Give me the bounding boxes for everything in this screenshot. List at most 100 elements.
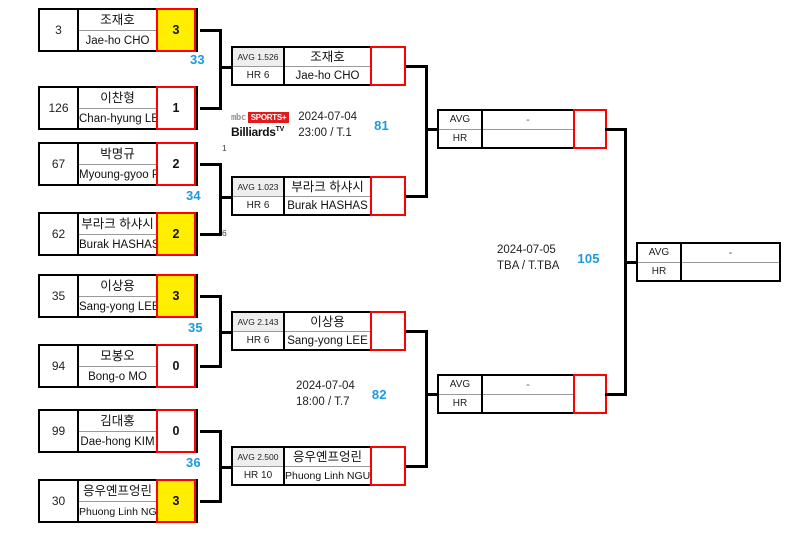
player-name-kr: 이찬형	[79, 88, 156, 109]
player-names: 조재호 Jae-ho CHO	[285, 48, 370, 84]
player-names: 이상용 Sang-yong LEE	[79, 276, 156, 316]
r2-match-row[interactable]: AVG 1.023 HR 6 부라크 하샤시 Burak HASHAS	[231, 176, 406, 216]
player-name-kr: -	[483, 111, 573, 130]
player-names: 조재호 Jae-ho CHO	[79, 10, 156, 50]
schedule-time-table: TBA / T.TBA	[497, 259, 560, 272]
r1-player-row[interactable]: 62 부라크 하샤시 Burak HASHAS 2	[38, 212, 198, 256]
match-number: 81	[374, 118, 389, 134]
broadcaster-logo-icon: mbc SPORTS+ BilliardsTV	[231, 112, 290, 139]
player-score	[370, 446, 406, 486]
avg-label: AVG	[439, 111, 481, 130]
schedule-text: 2024-07-04 23:00 / T.1	[298, 110, 357, 141]
player-stats: AVG 2.143 HR 6	[233, 313, 285, 349]
hr-label: HR	[452, 133, 468, 144]
player-stats: AVG HR	[638, 244, 682, 280]
bracket-line	[425, 393, 437, 396]
schedule-time-table: 23:00 / T.1	[298, 126, 352, 139]
player-score: 2	[156, 212, 196, 256]
schedule-date: 2024-07-05	[497, 244, 556, 256]
player-name-kr: 모봉오	[79, 346, 156, 367]
schedule-block: 2024-07-05 TBA / T.TBA 105	[497, 243, 600, 274]
player-name-kr: -	[483, 376, 573, 395]
player-name-en: Burak HASHAS	[287, 199, 368, 212]
player-score: 0	[156, 409, 196, 453]
schedule-time-table: 18:00 / T.7	[296, 395, 350, 408]
schedule-block: 2024-07-04 18:00 / T.7 82	[296, 379, 387, 410]
sports-plus-badge: SPORTS+	[247, 112, 290, 124]
player-name-en: Dae-hong KIM	[80, 435, 155, 448]
bracket-line	[200, 430, 222, 433]
avg-label: AVG	[638, 244, 680, 263]
player-name-en: Myoung-gyoo PARK	[79, 168, 156, 181]
bracket-line	[200, 500, 222, 503]
player-name-en: Bong-o MO	[88, 370, 147, 383]
player-name-kr: 조재호	[79, 10, 156, 31]
player-name-en: Burak HASHAS	[79, 238, 156, 251]
bracket-line	[219, 196, 231, 199]
seed-number: 94	[40, 346, 79, 386]
player-name-kr: 응우옌프엉린	[285, 448, 370, 467]
avg-value: AVG 1.526	[233, 48, 283, 67]
bracket-line	[406, 330, 428, 333]
r1-player-row[interactable]: 126 이찬형 Chan-hyung LEE 1	[38, 86, 198, 130]
bracket-line	[605, 128, 627, 131]
avg-value: AVG 2.500	[233, 448, 283, 467]
seed-number: 99	[40, 411, 79, 451]
billiards-wordmark: Billiards	[231, 125, 276, 140]
hr-value: HR 6	[246, 70, 270, 81]
r1-player-row[interactable]: 94 모봉오 Bong-o MO 0	[38, 344, 198, 388]
logo-row-bottom: BilliardsTV	[231, 125, 284, 139]
player-name-kr: 이상용	[285, 313, 370, 332]
seed-number: 126	[40, 88, 79, 128]
bracket-line	[200, 233, 222, 236]
r2-match-row[interactable]: AVG 2.143 HR 6 이상용 Sang-yong LEE	[231, 311, 406, 351]
final-match-row[interactable]: AVG HR -	[636, 242, 781, 282]
set-tick-bottom: 6	[222, 228, 227, 238]
bracket-line	[200, 29, 222, 32]
player-stats: AVG 2.500 HR 10	[233, 448, 285, 484]
player-score: 0	[156, 344, 196, 388]
player-names: 부라크 하샤시 Burak HASHAS	[285, 178, 370, 214]
match-number: 33	[190, 52, 205, 67]
r1-player-row[interactable]: 30 응우옌프엉린 Phuong Linh NGUYEN 3	[38, 479, 198, 523]
bracket-line	[200, 295, 222, 298]
player-score	[573, 109, 607, 149]
r2-match-row[interactable]: AVG 2.500 HR 10 응우옌프엉린 Phuong Linh NGUYE…	[231, 446, 406, 486]
r2-match-row[interactable]: AVG 1.526 HR 6 조재호 Jae-ho CHO	[231, 46, 406, 86]
avg-value: AVG 2.143	[233, 313, 283, 332]
bracket-line	[219, 331, 231, 334]
hr-label: HR	[651, 266, 667, 277]
player-name-en: Sang-yong LEE	[79, 300, 156, 313]
hr-label: HR	[452, 398, 468, 409]
r1-player-row[interactable]: 3 조재호 Jae-ho CHO 3	[38, 8, 198, 52]
player-score: 3	[156, 479, 196, 523]
bracket-line	[219, 29, 222, 110]
avg-value: AVG 1.023	[233, 178, 283, 197]
player-names: 응우옌프엉린 Phuong Linh NGUYEN	[79, 481, 156, 521]
player-names: 박명규 Myoung-gyoo PARK	[79, 144, 156, 184]
mbc-wordmark: mbc	[231, 112, 246, 123]
schedule-date: 2024-07-04	[296, 380, 355, 392]
player-score: 3	[156, 8, 196, 52]
semifinal-match-row[interactable]: AVG HR -	[437, 109, 607, 149]
player-name-kr: 박명규	[79, 144, 156, 165]
tv-superscript: TV	[275, 126, 285, 134]
bracket-line	[219, 66, 231, 69]
player-name-en: Jae-ho CHO	[85, 34, 150, 47]
r1-player-row[interactable]: 99 김대홍 Dae-hong KIM 0	[38, 409, 198, 453]
r1-player-row[interactable]: 67 박명규 Myoung-gyoo PARK 2	[38, 142, 198, 186]
bracket-line	[406, 465, 428, 468]
r1-player-row[interactable]: 35 이상용 Sang-yong LEE 3	[38, 274, 198, 318]
player-name-en: Phuong Linh NGUYEN	[285, 469, 370, 482]
bracket-line	[406, 195, 428, 198]
player-score: 1	[156, 86, 196, 130]
player-name-kr: 이상용	[79, 276, 156, 297]
seed-number: 30	[40, 481, 79, 521]
hr-value: HR 6	[246, 335, 270, 346]
semifinal-match-row[interactable]: AVG HR -	[437, 374, 607, 414]
seed-number: 67	[40, 144, 79, 184]
seed-number: 35	[40, 276, 79, 316]
player-names: -	[483, 111, 573, 147]
player-stats: AVG HR	[439, 111, 483, 147]
